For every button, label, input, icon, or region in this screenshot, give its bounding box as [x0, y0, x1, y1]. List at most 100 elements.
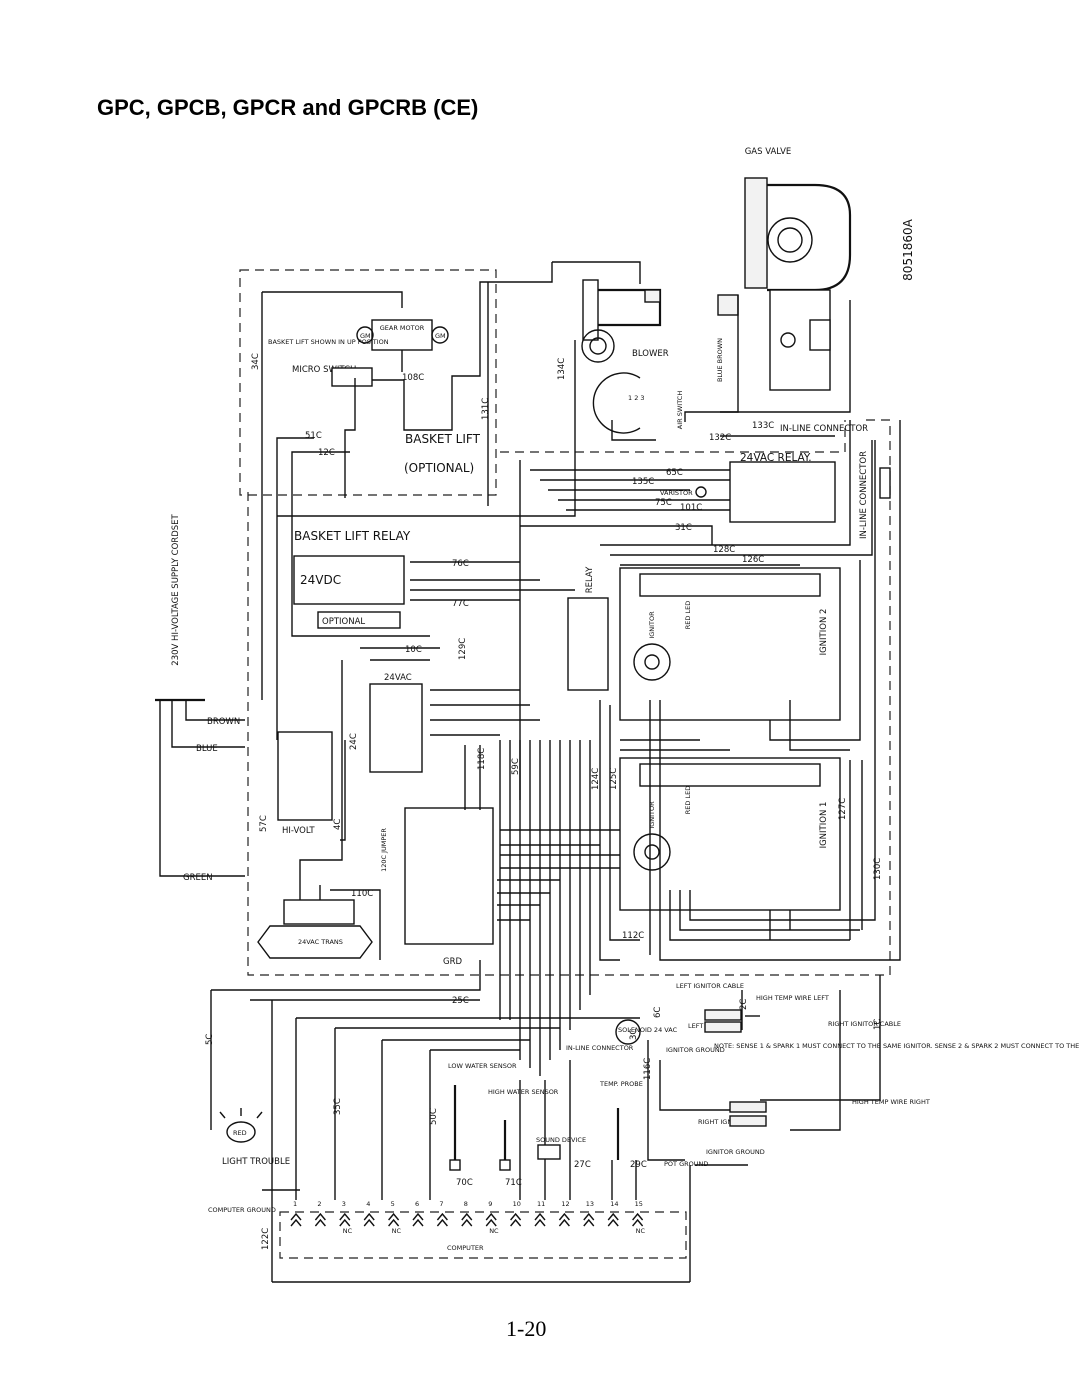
jumper-label: 120C JUMPER	[380, 828, 388, 872]
computer-ground-label: COMPUTER GROUND	[208, 1206, 276, 1214]
wire-label-31c: 31C	[675, 523, 692, 533]
blue-label: BLUE	[196, 744, 218, 754]
wire-label-132c: 132C	[709, 433, 731, 443]
ignition-module-2: IGNITOR RED LED IGNITION 2	[619, 567, 841, 721]
computer-pin-4: 4	[366, 1200, 370, 1208]
wire-label-50c: 50C	[429, 1108, 439, 1125]
vdc-label: 24VDC	[300, 573, 341, 587]
computer-pin-11: 11	[537, 1200, 545, 1208]
wire-label-77c: 77C	[452, 599, 469, 609]
inline-connector-top-label: IN-LINE CONNECTOR	[780, 424, 868, 434]
high-temp-wire-left-label: HIGH TEMP WIRE LEFT	[756, 994, 829, 1002]
page-number: 1-20	[506, 1316, 547, 1341]
svg-text:GM: GM	[360, 332, 371, 340]
basket-lift-gear-motor: GEAR MOTOR GM GM	[356, 319, 449, 351]
computer-pin-10: 10	[513, 1200, 521, 1208]
wire-label-51c: 51C	[305, 431, 322, 441]
wire-label-29c: 29C	[630, 1160, 647, 1170]
gas-valve-label: GAS VALVE	[745, 147, 792, 157]
trouble-light: RED LIGHT TROUBLE	[219, 1108, 290, 1167]
wire-label-12c: 12C	[318, 448, 335, 458]
red-led-1-label: RED LED	[684, 786, 692, 814]
computer-pin-contact-12	[558, 1212, 570, 1227]
solenoid-label: SOLENOID 24 VAC	[618, 1026, 678, 1034]
main-enclosure-border	[247, 419, 891, 976]
wire-label-129c: 129C	[458, 638, 468, 660]
hi-volt-label: HI-VOLT	[282, 826, 315, 836]
wire-label-1c: 1C	[873, 1019, 883, 1030]
wire-label-5c: 5C	[205, 1034, 215, 1045]
wire-label-126c: 126C	[742, 555, 764, 565]
grd-label: GRD	[443, 957, 462, 967]
trans-label: 24VAC TRANS	[298, 938, 343, 946]
blower-label: BLOWER	[632, 349, 669, 359]
computer-pin-8: 8	[464, 1200, 468, 1208]
temp-probe-label: TEMP. PROBE	[599, 1080, 643, 1088]
wire-label-57c: 57C	[259, 815, 269, 832]
light-trouble-label: LIGHT TROUBLE	[222, 1157, 290, 1167]
computer-pin-contact-4	[363, 1212, 375, 1227]
computer-pin-12: 12	[561, 1200, 569, 1208]
brown-blue-label: BLUE BROWN	[716, 338, 724, 382]
micro-switch-label: MICRO SWITCH	[292, 365, 356, 375]
wire-label-127c: 127C	[838, 798, 848, 820]
ignitor-ground-left-label: IGNITOR GROUND	[666, 1046, 725, 1054]
basket-lift-relay-label: BASKET LIFT RELAY	[294, 529, 411, 543]
computer-pin-contact-7	[436, 1212, 448, 1227]
ignitor-plugs	[704, 1009, 767, 1127]
inline-connector-bottom-label: IN-LINE CONNECTOR	[566, 1044, 634, 1052]
left-ignitor-cable-label: LEFT IGNITOR CABLE	[676, 982, 744, 990]
ignition-module-1: IGNITOR RED LED IGNITION 1	[619, 757, 841, 911]
wire-label-133c: 133C	[752, 421, 774, 431]
vac-24-label: 24VAC	[384, 673, 412, 683]
computer-pin-contact-14	[607, 1212, 619, 1227]
low-water-sensor: LOW WATER SENSOR	[448, 1062, 517, 1171]
ignitor-2-label: IGNITOR	[648, 611, 656, 639]
computer-pin-contact-6	[412, 1212, 424, 1227]
wire-label-101c: 101C	[680, 503, 702, 513]
computer-pin-contact-2	[314, 1212, 326, 1227]
relay-vertical-label: RELAY	[585, 566, 595, 593]
computer-pin-2: 2	[317, 1200, 321, 1208]
ignitor-ground-right-label: IGNITOR GROUND	[706, 1148, 765, 1156]
wire-label-6c: 6C	[653, 1007, 663, 1018]
wire-label-59c: 59C	[511, 758, 521, 775]
drawing-number: 8051860A	[901, 218, 915, 280]
wire-label-116c: 116C	[643, 1058, 653, 1080]
computer-pin-contact-15	[632, 1212, 644, 1227]
red-led-2-label: RED LED	[684, 601, 692, 629]
wire-label-131c: 131C	[481, 398, 491, 420]
wire-label-34c: 34C	[251, 353, 261, 370]
wire-label-27c: 27C	[574, 1160, 591, 1170]
low-water-sensor-label: LOW WATER SENSOR	[448, 1062, 517, 1070]
wire-label-124c: 124C	[591, 768, 601, 790]
wire-label-128c: 128C	[713, 545, 735, 555]
wire-label-135c: 135C	[632, 477, 654, 487]
wire-label-112c: 112C	[622, 931, 644, 941]
computer-pin-14: 14	[610, 1200, 618, 1208]
optional-box-label: OPTIONAL	[322, 617, 365, 627]
wiring-lines	[210, 261, 901, 1283]
basket-lift-shown-label: BASKET LIFT SHOWN IN UP POSITION	[268, 338, 389, 346]
computer-pin-nc-3: NC	[343, 1227, 353, 1235]
computer-pin-contact-9	[485, 1212, 497, 1227]
right-ignitor-cable-label: RIGHT IGNITOR CABLE	[828, 1020, 901, 1028]
wire-label-4c: 4C	[333, 819, 343, 830]
relay-enclosure-border	[500, 420, 846, 453]
computer-label: COMPUTER	[447, 1244, 484, 1252]
computer-pin-nc-15: NC	[636, 1227, 646, 1235]
wire-label-130c: 130C	[873, 858, 883, 880]
basket-lift-optional-border	[239, 269, 497, 496]
gas-valve: GAS VALVE	[717, 147, 852, 391]
green-label: GREEN	[183, 873, 213, 883]
high-water-sensor-label: HIGH WATER SENSOR	[488, 1088, 559, 1096]
page-title: GPC, GPCB, GPCR and GPCRB (CE)	[97, 95, 479, 120]
wire-label-134c: 134C	[557, 358, 567, 380]
wire-label-2c: 2C	[739, 999, 749, 1010]
ignition-2-label: IGNITION 2	[819, 609, 829, 656]
wire-label-35c: 35C	[333, 1098, 343, 1115]
